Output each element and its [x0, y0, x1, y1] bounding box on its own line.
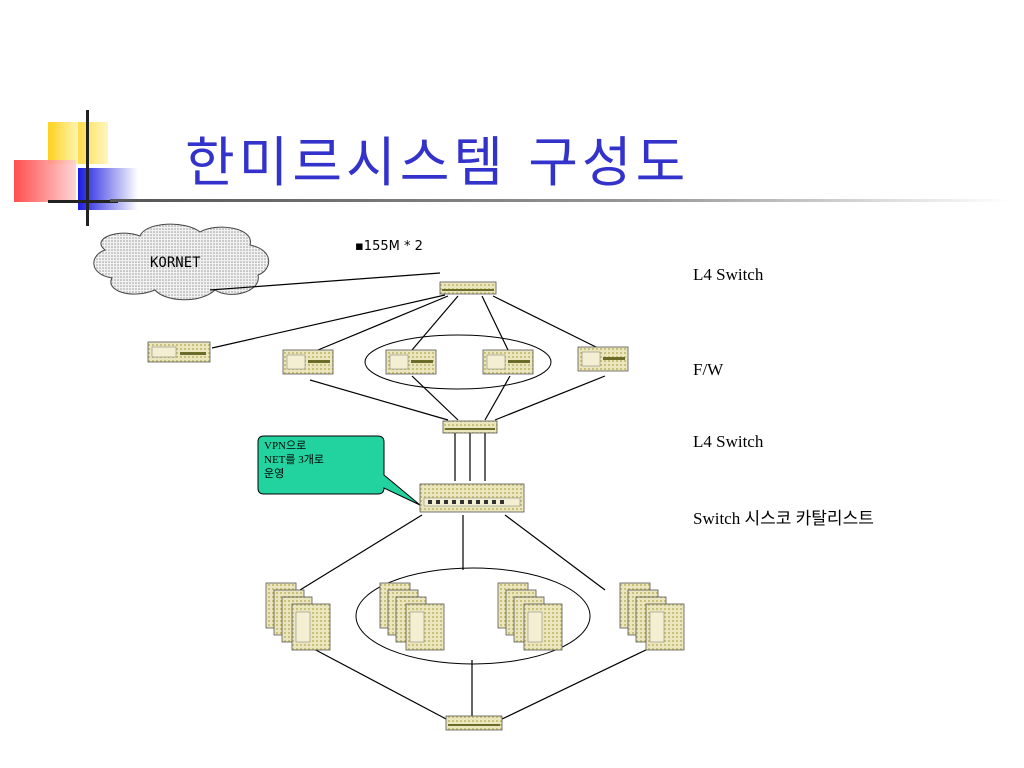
title-logo [14, 110, 138, 226]
l4-switch-icon [439, 281, 497, 295]
firewall-icon [385, 349, 437, 375]
title-underline [110, 199, 1010, 202]
slide-title: 한미르시스템 구성도 [185, 131, 690, 194]
l4-switch-icon [442, 420, 498, 434]
cloud-label: KORNET [150, 255, 201, 271]
firewall-icon [482, 349, 534, 375]
server-rack-icon [619, 582, 685, 651]
network-links [209, 272, 651, 721]
switch-icon [445, 715, 503, 731]
link-speed-label: ▪155M * 2 [355, 239, 423, 254]
server-group-ellipse [355, 567, 591, 665]
tier-label-firewall: F/W [693, 360, 724, 379]
tier-label-l4-bottom: L4 Switch [693, 432, 764, 451]
callout-line: NET를 3개로 [264, 454, 324, 466]
tier-label-catalyst: Switch 시스코 카탈리스트 [693, 509, 874, 528]
callout-box [257, 435, 421, 506]
firewall-icon [282, 349, 334, 375]
callout-line: VPN으로 [264, 440, 307, 452]
server-rack-icon [379, 582, 445, 651]
server-rack-icon [265, 582, 331, 651]
callout-line: 운영 [264, 468, 285, 480]
firewall-group-ellipse [364, 334, 552, 390]
catalyst-switch-icon [419, 483, 525, 513]
cloud-icon [93, 223, 270, 301]
callout-text: VPN으로 NET를 3개로 운영 [264, 439, 376, 481]
tier-label-l4-top: L4 Switch [693, 265, 764, 284]
server-rack-icon [497, 582, 563, 651]
firewall-icon [147, 341, 211, 363]
firewall-icon [577, 346, 629, 372]
